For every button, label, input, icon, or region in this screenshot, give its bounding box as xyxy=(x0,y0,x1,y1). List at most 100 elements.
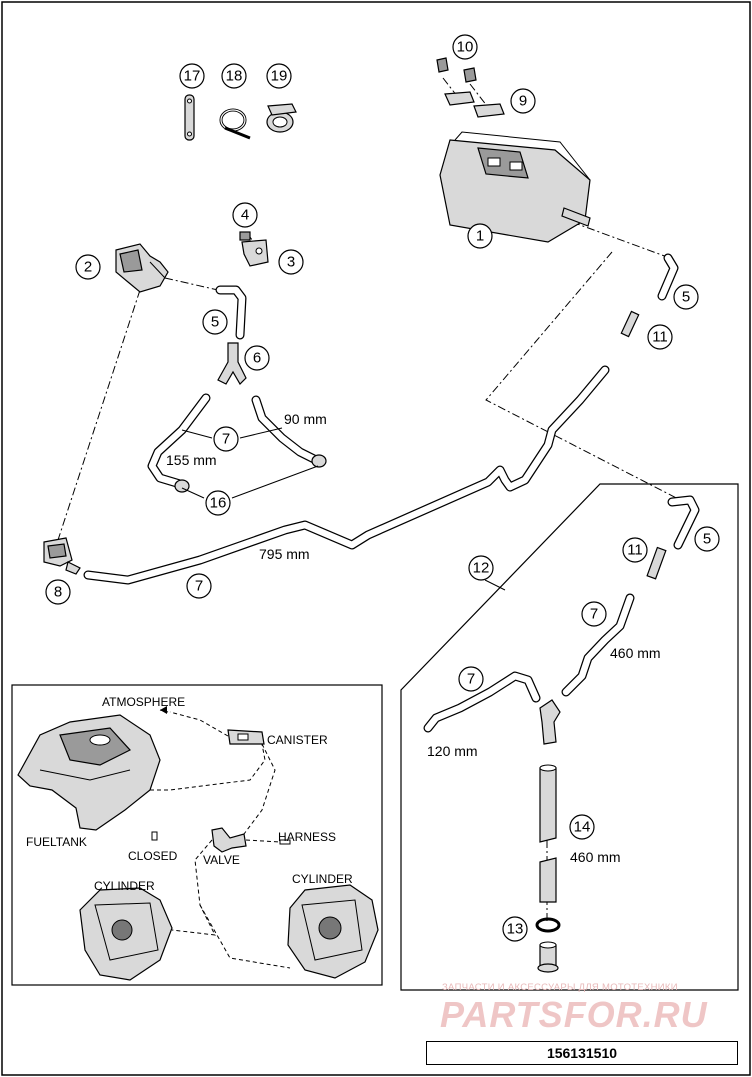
hose-5-upper xyxy=(620,253,679,338)
svg-text:7: 7 xyxy=(467,671,475,688)
valve-8 xyxy=(43,537,81,575)
cylinder-right-figure xyxy=(287,884,379,979)
callout-14: 14 xyxy=(569,814,595,840)
purge-valve-2 xyxy=(115,243,169,293)
callout-6: 6 xyxy=(244,345,270,371)
hose-5-lower xyxy=(667,495,700,550)
svg-text:13: 13 xyxy=(507,921,524,938)
callout-12: 12 xyxy=(468,555,494,581)
leader-16-b xyxy=(231,465,319,499)
svg-text:5: 5 xyxy=(703,531,711,548)
callout-8: 8 xyxy=(45,579,71,605)
callout-2: 2 xyxy=(75,254,101,280)
callout-1: 1 xyxy=(467,223,493,249)
hose-7-155mm xyxy=(147,393,211,489)
svg-text:8: 8 xyxy=(54,584,62,601)
canister xyxy=(436,57,591,243)
svg-text:5: 5 xyxy=(211,314,219,331)
svg-text:16: 16 xyxy=(210,495,227,512)
label-harness: HARNESS xyxy=(278,830,336,844)
label-cylinder-right: CYLINDER xyxy=(292,872,353,886)
svg-text:1: 1 xyxy=(476,228,484,245)
svg-text:19: 19 xyxy=(271,68,288,85)
dim-795mm: 795 mm xyxy=(259,546,310,562)
callout-3: 3 xyxy=(278,249,304,275)
callout-7-c: 7 xyxy=(581,601,607,627)
t-piece-subassembly xyxy=(539,699,561,745)
cable-tie-18 xyxy=(219,108,251,140)
part-number: 156131510 xyxy=(426,1041,738,1065)
callout-5-lower: 5 xyxy=(694,526,720,552)
hose-795mm xyxy=(83,365,610,585)
callout-16: 16 xyxy=(205,490,231,516)
hose-7-90mm xyxy=(251,395,321,465)
valve-figure xyxy=(211,827,247,853)
label-closed: CLOSED xyxy=(128,849,178,863)
svg-text:18: 18 xyxy=(226,68,243,85)
callout-10: 10 xyxy=(452,34,478,60)
dim-155mm: 155 mm xyxy=(166,452,217,468)
leader-7-b xyxy=(239,427,283,439)
svg-text:17: 17 xyxy=(184,68,201,85)
t-piece-6 xyxy=(217,342,247,385)
hose-7-460mm xyxy=(561,593,635,697)
dim-120mm: 120 mm xyxy=(427,743,478,759)
dim-90mm: 90 mm xyxy=(284,411,327,427)
callout-9: 9 xyxy=(510,88,536,114)
subassembly-frame xyxy=(400,483,739,991)
hose-5-left xyxy=(215,285,247,340)
svg-text:3: 3 xyxy=(287,254,295,271)
fuel-tank-figure xyxy=(17,714,161,831)
leader-bolt10b xyxy=(469,83,488,107)
svg-text:9: 9 xyxy=(519,93,527,110)
canister-figure xyxy=(227,729,265,745)
label-atmosphere: ATMOSPHERE xyxy=(102,695,185,709)
hose-14 xyxy=(539,764,557,903)
dim-460mm-tube: 460 mm xyxy=(570,849,621,865)
leader-canister-to-hose xyxy=(571,221,671,259)
watermark-logo: PARTSFOR.RU xyxy=(440,994,708,1035)
hose-7-120mm xyxy=(423,671,541,733)
bolt-4 xyxy=(239,231,251,241)
label-canister: CANISTER xyxy=(267,733,328,747)
svg-text:4: 4 xyxy=(241,207,249,224)
callout-7-d: 7 xyxy=(458,666,484,692)
svg-text:10: 10 xyxy=(457,39,474,56)
svg-text:5: 5 xyxy=(682,289,690,306)
svg-text:7: 7 xyxy=(222,431,230,448)
callout-17: 17 xyxy=(179,63,205,89)
svg-text:2: 2 xyxy=(84,259,92,276)
bracket-3 xyxy=(241,239,269,267)
svg-text:11: 11 xyxy=(652,329,668,346)
leader-sensor-to-hose xyxy=(164,277,219,291)
callout-11-upper: 11 xyxy=(647,324,673,350)
callout-13: 13 xyxy=(502,916,528,942)
callout-19: 19 xyxy=(266,63,292,89)
watermark-tagline: ЗАПЧАСТИ И АКСЕССУАРЫ ДЛЯ МОТОТЕХНИКИ xyxy=(442,982,678,993)
label-fueltank: FUELTANK xyxy=(26,835,87,849)
leader-canister-to-frame xyxy=(485,251,691,506)
callout-4: 4 xyxy=(232,202,258,228)
cylinder-left-figure xyxy=(79,887,173,981)
callout-7-b: 7 xyxy=(186,573,212,599)
cap-13 xyxy=(537,941,559,973)
leader-sensor-to-valve xyxy=(57,289,141,541)
clip-17 xyxy=(184,94,195,141)
callout-11-lower: 11 xyxy=(622,537,648,563)
label-valve: VALVE xyxy=(203,853,240,867)
leader-12 xyxy=(484,579,506,591)
callout-5-left: 5 xyxy=(202,309,228,335)
leader-16-a xyxy=(181,487,205,499)
svg-text:6: 6 xyxy=(253,350,261,367)
clamp-13 xyxy=(535,917,561,933)
connector-11-lower xyxy=(646,546,667,580)
dim-460mm-hose: 460 mm xyxy=(610,645,661,661)
leader-7-a xyxy=(181,429,213,439)
clamps-16 xyxy=(174,454,327,493)
callout-5-upper: 5 xyxy=(673,284,699,310)
svg-text:11: 11 xyxy=(627,542,643,559)
svg-text:7: 7 xyxy=(590,606,598,623)
label-cylinder-left: CYLINDER xyxy=(94,879,155,893)
